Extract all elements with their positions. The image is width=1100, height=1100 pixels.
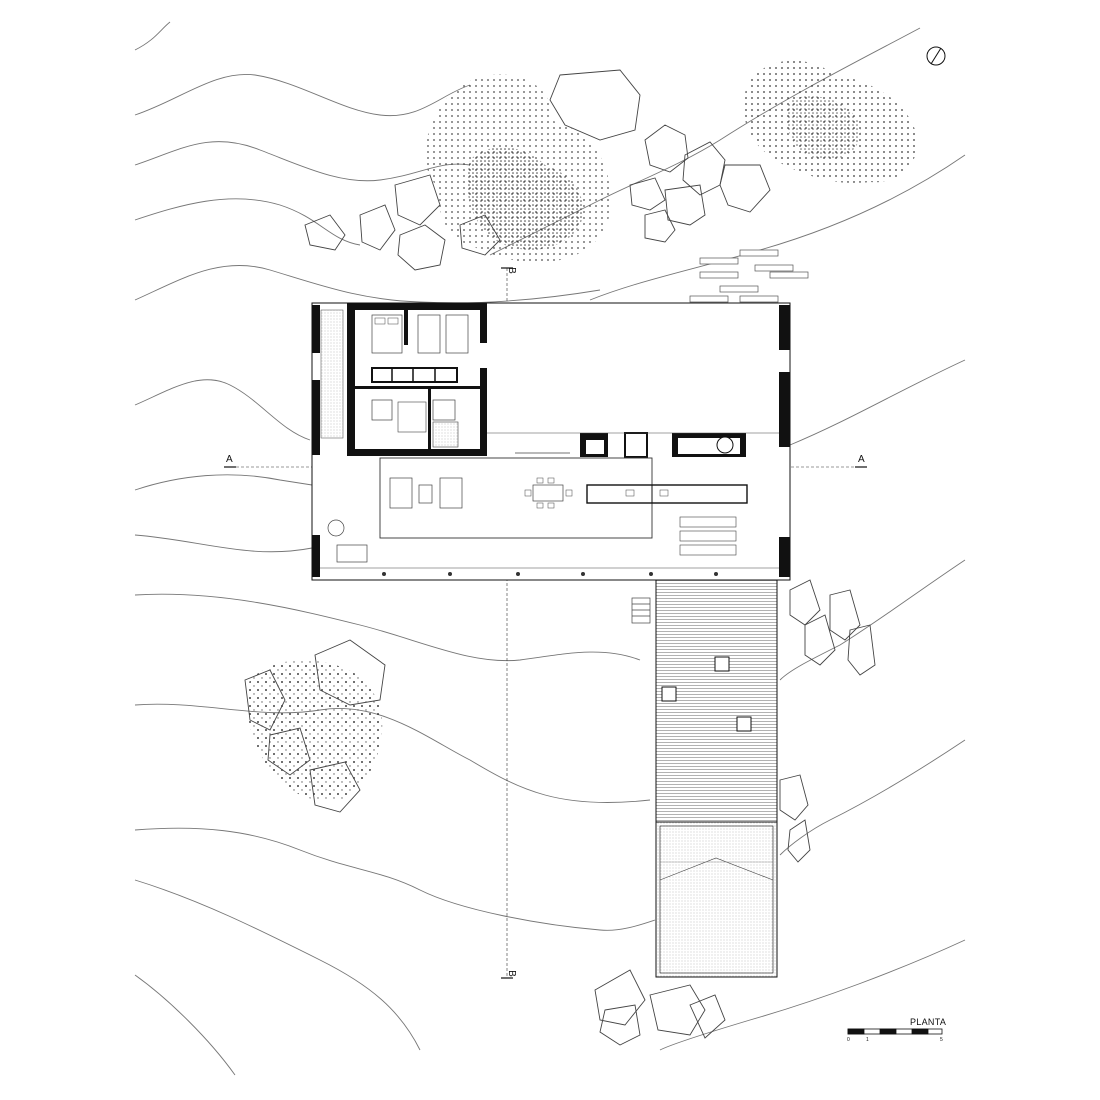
contour-line: [134, 265, 601, 304]
contour-line: [134, 141, 471, 182]
wall-pier: [779, 305, 790, 350]
dining-chairs: [524, 477, 573, 509]
scale-tick-1: 1: [866, 1037, 869, 1043]
lounger: [679, 530, 737, 542]
kitchen-block: [624, 432, 648, 458]
deck-and-pool: [631, 579, 778, 978]
rock: [629, 177, 666, 211]
sofa: [439, 477, 463, 509]
lounger: [679, 516, 737, 528]
rock: [459, 214, 501, 256]
drawing-title: PLANTA: [910, 1017, 947, 1027]
skylight: [714, 656, 730, 672]
contour-line: [134, 879, 421, 1051]
tree-canopy: [786, 96, 861, 160]
contour-line: [134, 474, 313, 491]
pool: [655, 821, 778, 978]
north-arrow-icon: [926, 46, 946, 66]
scale-bar: [847, 1028, 943, 1035]
rock: [649, 984, 706, 1036]
wall-pier: [779, 537, 790, 577]
rock: [267, 727, 311, 776]
bathroom: [371, 399, 393, 421]
rock: [394, 174, 441, 226]
dining-table: [532, 484, 564, 502]
skylight: [736, 716, 752, 732]
wall-pier: [779, 372, 790, 447]
rock: [682, 141, 726, 196]
section-label-b-top: B: [505, 267, 517, 274]
section-label-a-right: A: [858, 454, 865, 465]
steps: [631, 597, 651, 624]
rock: [599, 1004, 641, 1046]
paver: [754, 264, 794, 272]
wall-pier: [312, 305, 320, 353]
coffee-table: [418, 484, 433, 504]
rock: [779, 774, 809, 821]
contour-line: [134, 198, 361, 246]
rock: [787, 819, 811, 863]
rock: [644, 124, 689, 173]
paver: [719, 285, 759, 293]
rock: [689, 994, 726, 1039]
scale-tick-0: 0: [847, 1037, 850, 1043]
tree-canopy: [246, 660, 383, 801]
rock: [789, 579, 821, 626]
section-label-b-bottom: B: [505, 970, 517, 977]
bed: [445, 314, 469, 354]
rock: [804, 614, 836, 666]
rock: [847, 624, 876, 676]
scale-tick-5: 5: [940, 1037, 943, 1043]
contour-line: [134, 379, 311, 441]
shower: [397, 401, 427, 433]
closet: [371, 367, 458, 383]
house-plan: [311, 302, 791, 581]
contour-line: [134, 74, 471, 117]
rock: [309, 761, 361, 813]
columns: [382, 572, 718, 576]
rock: [644, 209, 676, 243]
contour-line: [779, 739, 966, 856]
rock: [549, 69, 641, 141]
sofa: [389, 477, 413, 509]
rock: [359, 204, 396, 251]
rock: [664, 184, 706, 226]
wall-pier: [312, 535, 320, 577]
rock: [314, 639, 386, 706]
skylight: [661, 686, 677, 702]
contour-line: [789, 359, 966, 446]
rocks: [244, 69, 876, 1046]
contour-line: [134, 21, 171, 51]
tree-canopies: [246, 60, 918, 801]
bathroom: [432, 399, 456, 421]
paver: [699, 257, 739, 265]
paver: [739, 249, 779, 257]
paver: [739, 295, 779, 303]
paver: [689, 295, 729, 303]
chair: [327, 519, 345, 537]
paver: [769, 271, 809, 279]
rock: [719, 164, 771, 213]
lounger: [679, 544, 737, 556]
wall-pier: [312, 380, 320, 455]
bench: [336, 544, 368, 563]
rock: [594, 969, 646, 1026]
contour-line: [134, 827, 656, 931]
bed: [417, 314, 441, 354]
rock: [397, 224, 446, 271]
rock: [304, 214, 346, 251]
contour-line: [134, 534, 313, 553]
contour-line: [659, 939, 966, 1051]
contour-line: [134, 703, 651, 803]
paver: [699, 271, 739, 279]
contour-line: [779, 559, 966, 681]
rock: [829, 589, 861, 641]
contour-line: [134, 974, 236, 1076]
rock: [244, 669, 286, 731]
contour-line: [134, 593, 641, 662]
section-label-a-left: A: [226, 454, 233, 465]
tree-canopy: [467, 147, 584, 250]
shower: [432, 421, 459, 448]
